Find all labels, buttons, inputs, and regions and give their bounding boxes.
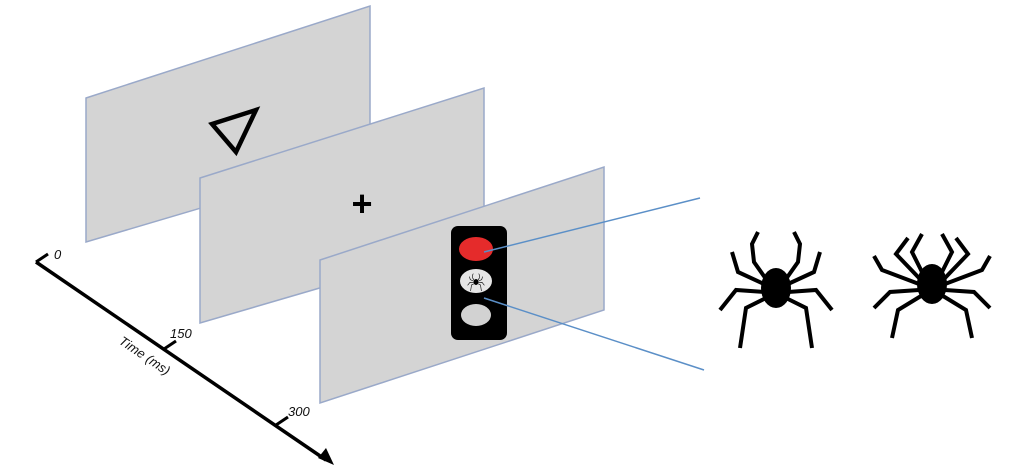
time-axis-tick-label-150: 150 (170, 326, 192, 341)
time-axis-tick-0 (35, 252, 49, 264)
traffic-light (451, 226, 507, 340)
time-axis-label: Time (ms) (116, 333, 173, 378)
traffic-light-red (459, 237, 493, 261)
time-axis-tick-300 (275, 415, 289, 427)
fixation-cross: + (351, 183, 372, 224)
screen-3 (319, 165, 605, 405)
spider-stimulus-2 (872, 233, 992, 339)
connector-line-bottom (483, 297, 705, 371)
time-axis-tick-label-0: 0 (54, 247, 62, 262)
spider-icon (718, 230, 834, 350)
spider-stimulus-1 (718, 230, 834, 350)
traffic-light-bottom (461, 304, 491, 326)
time-axis-tick-150 (163, 339, 177, 351)
time-axis-line (35, 260, 327, 462)
time-axis-arrowhead (318, 448, 334, 465)
connector-line-top (483, 197, 701, 253)
triangle-cue-icon (208, 106, 261, 157)
spider-icon (872, 233, 992, 339)
time-axis-tick-label-300: 300 (288, 404, 310, 419)
